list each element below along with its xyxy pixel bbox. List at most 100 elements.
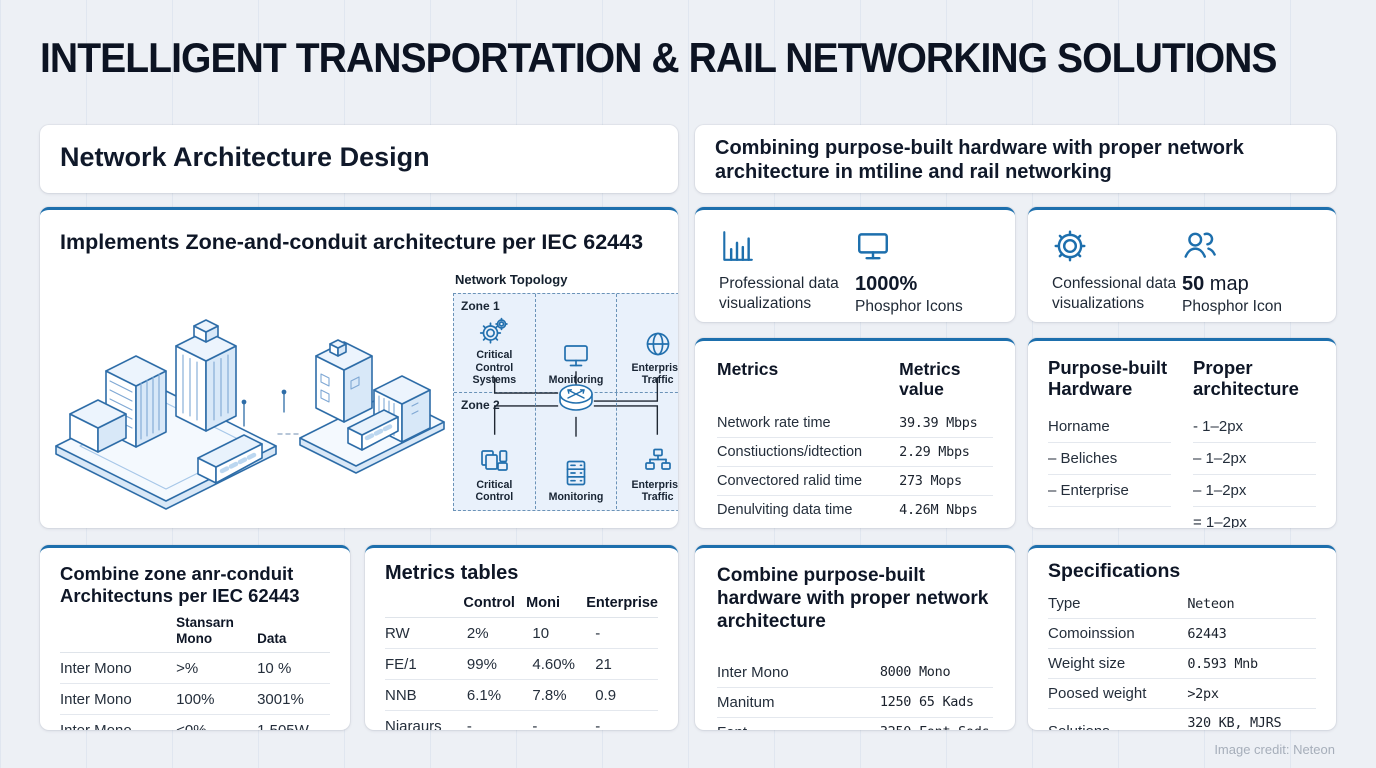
monitor-icon [564, 344, 588, 367]
feature-text-line2: visualizations [1052, 294, 1145, 312]
feature-text-line2: visualizations [719, 294, 812, 312]
table-cell: >% [176, 659, 199, 677]
table-row: Inter Mono >% 10 % [60, 653, 330, 683]
table-cell: 10 % [257, 659, 292, 677]
metric-value: 39.39 Mbps [899, 415, 978, 432]
table-row: Inter Mono <0% 1.505W [60, 714, 330, 730]
row-label: Inter Mono [717, 663, 789, 681]
table-cell: 6.1% [466, 686, 502, 704]
column-header: Proper architecture [1193, 357, 1299, 400]
metric-label: Network rate time [717, 415, 831, 432]
feature-text: Confessional data visualizations [1052, 275, 1182, 314]
feature-text-line1: Professional data [719, 275, 839, 292]
table-cell: FE/1 [385, 655, 417, 673]
node-label: Critical Control [475, 478, 514, 503]
card-title: Metrics tables [385, 562, 519, 584]
table-cell: 21 [595, 655, 612, 673]
feature-professional-data: Professional data visualizations [719, 228, 855, 316]
table-cell: Inter Mono [60, 690, 132, 708]
row-value: 3250 Font Sods [880, 724, 993, 730]
combining-hardware-heading: Combining purpose-built hardware with pr… [715, 137, 1244, 183]
metric-label: Constiuctions/idtection [717, 444, 863, 461]
metric-value: 4.26M Nbps [899, 502, 978, 519]
row-value: 0.593 Mnb [1187, 655, 1258, 672]
table-cell: Inter Mono [60, 722, 176, 730]
table-row: Comoinssion 62443 [1048, 618, 1316, 648]
monitor-icon [855, 228, 991, 266]
feature-stat: 1000% [855, 273, 991, 296]
table-row: Denulviting data time 4.26M Nbps [717, 495, 993, 524]
metric-label: Denulviting data time [717, 502, 853, 519]
table-header-row: Stansarn Mono Data [60, 615, 330, 654]
table-cell: 100% [176, 690, 215, 708]
node-label: Enterprise Traffic [631, 478, 678, 503]
key-value-list: Type Neteon Comoinssion 62443 Weight siz… [1048, 589, 1316, 730]
table-row: Constiuctions/idtection 2.29 Mbps [717, 437, 993, 466]
topology-grid: Zone 1 [453, 293, 678, 511]
table-row: Type Neteon [1048, 589, 1316, 618]
row-value: 8000 Mono [879, 664, 951, 681]
architecture-card: Implements Zone-and-conduit architecture… [40, 207, 678, 528]
feature-caption: Phosphor Icon [1182, 298, 1282, 315]
chart-bar-icon [719, 228, 855, 266]
table-cell: 3001% [257, 690, 304, 708]
node-critical-control-systems: Critical Control Systems [454, 294, 536, 392]
proper-architecture-column: Proper architecture - 1–2px – 1–2px – 1–… [1193, 357, 1316, 528]
gear-icon [1052, 228, 1182, 266]
table-cell: <0% [176, 722, 257, 730]
table-cell: - [532, 717, 538, 731]
globe-icon [646, 332, 670, 356]
table-row: Niaraurs - - - [385, 710, 658, 730]
feature-card-a: Professional data visualizations 1000% P… [695, 207, 1015, 322]
list-item: – Beliches [1048, 443, 1171, 475]
table-cell: - [466, 717, 472, 731]
column-header: Enterprise [586, 595, 658, 611]
feature-stat-bold: 1000% [855, 273, 918, 295]
list-item: = 1–2px [1193, 514, 1247, 528]
isometric-city-illustration [55, 319, 445, 510]
metric-value: 2.29 Mbps [899, 444, 970, 461]
table-header-row: Control Moni Enterprise [385, 595, 658, 618]
header-card-combining-hardware: Combining purpose-built hardware with pr… [695, 125, 1336, 193]
gears-icon [480, 318, 509, 345]
zone-2-row: Zone 2 Critical Control [454, 393, 678, 509]
column-header [385, 595, 463, 611]
feature-card-b: Confessional data visualizations 50 map … [1028, 207, 1336, 322]
zone-2-label: Zone 2 [461, 398, 500, 412]
table-cell: 7.8% [532, 686, 567, 704]
zone-1-label: Zone 1 [461, 299, 500, 313]
image-credit: Image credit: Neteon [1214, 742, 1335, 757]
row-value: >2px [1187, 685, 1219, 702]
feature-caption: Phosphor Icons [855, 298, 963, 315]
users-icon [1182, 228, 1312, 266]
list-item: – 1–2px [1193, 443, 1316, 475]
combine-hardware-card: Combine purpose-built hardware with prop… [695, 545, 1015, 730]
table-cell: Niaraurs [385, 717, 442, 731]
table-row: Weight size 0.593 Mnb [1048, 648, 1316, 678]
topology-title: Network Topology [455, 272, 568, 287]
card-title: Combine purpose-built hardware with prop… [717, 565, 989, 633]
list-item: Horname [1048, 411, 1171, 443]
table-cell: Inter Mono [60, 659, 132, 677]
row-value: 1250 65 Kads [879, 694, 974, 711]
table-row: FE/1 99% 4.60% 21 [385, 648, 658, 679]
network-architecture-heading: Network Architecture Design [60, 142, 430, 172]
row-value: 62443 [1187, 625, 1227, 642]
table-row: Inter Mono 8000 Mono [717, 658, 993, 687]
table-cell: NNB [385, 686, 417, 704]
table-cell: 4.60% [532, 655, 575, 673]
network-topology-diagram: Network Topology Zone 1 [453, 272, 678, 511]
list-item: - 1–2px [1193, 411, 1316, 443]
zone-1-row: Zone 1 [454, 294, 678, 393]
card-title: Combine zone anr-conduit Architectuns pe… [60, 563, 300, 607]
table-row: Convectored ralid time 273 Mops [717, 466, 993, 495]
metrics-label-header: Metrics [717, 359, 779, 379]
table-cell: 2% [466, 624, 489, 642]
page-title: INTELLIGENT TRANSPORTATION & RAIL NETWOR… [40, 34, 1277, 81]
column-header: Control [463, 595, 515, 611]
architecture-card-title: Implements Zone-and-conduit architecture… [60, 230, 644, 254]
table-cell: 99% [466, 655, 497, 673]
row-value: Neteon [1187, 595, 1235, 612]
specifications-card: Specifications Type Neteon Comoinssion 6… [1028, 545, 1336, 730]
